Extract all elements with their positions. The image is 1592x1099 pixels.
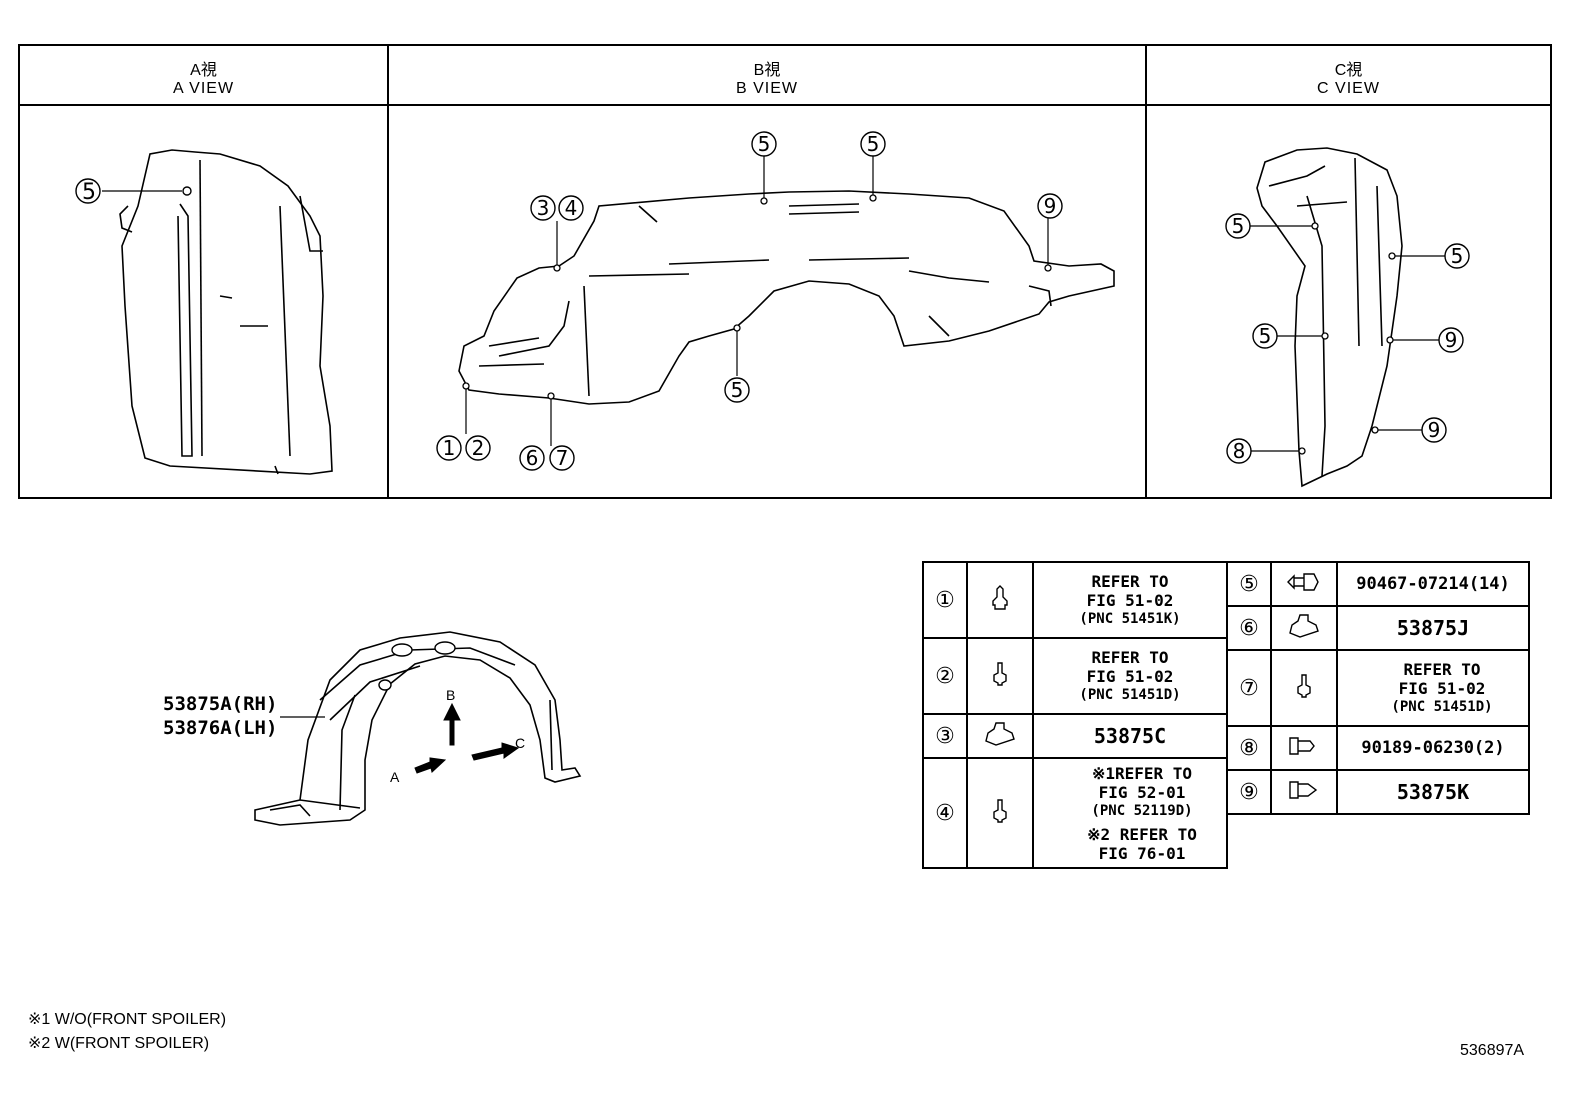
callout-b-9: 9 [1044,194,1057,218]
ref-line: (PNC 51451D) [1079,686,1181,703]
view-b-title-en: B VIEW [735,80,798,97]
ref-line: FIG 52-01 [1098,782,1186,802]
view-b-header: B視 B VIEW [389,46,1145,106]
part-num-4: ④ [922,757,968,869]
part-4-reference: ※1REFER TO FIG 52-01 (PNC 52119D) ※2 REF… [1032,757,1228,869]
part-num-3: ③ [922,713,968,759]
ref-line: REFER TO [1403,659,1481,679]
nut-clip-icon [1270,605,1338,651]
ref-line: (PNC 52119D) [1091,802,1193,819]
part-1-reference: REFER TO FIG 51-02 (PNC 51451K) [1032,561,1228,639]
table-row: ④ ※1REFER TO FIG 52-01 (PNC 52119D) ※2 R… [922,757,1228,869]
ref-line: (PNC 51451K) [1079,610,1181,627]
figure-id: 536897A [1460,1042,1525,1059]
part-num-9: ⑨ [1226,769,1272,815]
main-part-illustration: B A C [240,620,600,840]
ref-line: REFER TO [1091,647,1169,667]
ref-line: (PNC 51451D) [1391,698,1493,715]
arrow-c-label: C [515,735,525,751]
callout-b-1: 1 [443,436,456,460]
callout-b-6: 6 [526,446,539,470]
part-num-5: ⑤ [1226,561,1272,607]
callout-c-9-bottom: 9 [1428,418,1441,442]
part-2-reference: REFER TO FIG 51-02 (PNC 51451D) [1032,637,1228,715]
part-num-6: ⑥ [1226,605,1272,651]
ref-line: FIG 51-02 [1398,678,1486,698]
part-8-code: 90189-06230(2) [1336,725,1530,771]
table-row: ⑥ 53875J [1226,605,1530,651]
view-c-panel: C視 C VIEW [1145,44,1552,499]
push-clip-icon [966,561,1034,639]
table-row: ⑦ REFER TO FIG 51-02 (PNC 51451D) [1226,649,1530,727]
view-c-title-jp: C視 [1334,62,1363,79]
ref-line: ※2 REFER TO [1087,824,1197,844]
arrow-a-label: A [390,769,400,785]
table-row: ② REFER TO FIG 51-02 (PNC 51451D) [922,637,1228,715]
view-b-panel: B視 B VIEW [387,44,1147,499]
screw-icon [966,637,1034,715]
view-a-drawing: 5 [75,149,333,475]
ref-line: FIG 76-01 [1098,843,1186,863]
table-row: ⑧ 90189-06230(2) [1226,725,1530,771]
callout-c-9-mid: 9 [1445,328,1458,352]
nut-clip-icon [966,713,1034,759]
screw-icon [966,757,1034,869]
view-a-title-jp: A視 [190,62,217,79]
callout-b-5-top-right: 5 [867,132,880,156]
part-6-code: 53875J [1336,605,1530,651]
callout-c-5-right: 5 [1451,244,1464,268]
part-9-code: 53875K [1336,769,1530,815]
part-3-code: 53875C [1032,713,1228,759]
part-5-code: 90467-07214(14) [1336,561,1530,607]
view-b-drawing: 5 5 3 4 9 5 1 2 6 7 [436,131,1115,471]
part-num-2: ② [922,637,968,715]
clip-icon [1270,561,1338,607]
callout-a-5: 5 [82,180,96,205]
callout-c-8: 8 [1233,439,1246,463]
table-row: ⑤ 90467-07214(14) [1226,561,1530,607]
view-a-header: A視 A VIEW [20,46,387,106]
view-a-title-en: A VIEW [172,80,235,97]
callout-b-2: 2 [472,436,485,460]
footnote-2: ※2 W(FRONT SPOILER) [28,1035,210,1052]
ref-line: REFER TO [1091,571,1169,591]
part-number-lh: 53876A(LH) [163,717,278,739]
callout-b-3: 3 [537,196,550,220]
callout-b-5-top-left: 5 [758,132,771,156]
callout-c-5-mid: 5 [1259,324,1272,348]
part-num-7: ⑦ [1226,649,1272,727]
view-b-title-jp: B視 [753,62,781,79]
parts-table-right: ⑤ 90467-07214(14) ⑥ 53875J ⑦ REFER TO FI… [1226,561,1530,815]
callout-c-5-top: 5 [1232,214,1245,238]
table-row: ⑨ 53875K [1226,769,1530,815]
clip-icon [1270,725,1338,771]
part-num-1: ① [922,561,968,639]
footnote-1: ※1 W/O(FRONT SPOILER) [28,1011,227,1028]
ref-line: FIG 51-02 [1086,666,1174,686]
callout-b-7: 7 [556,446,569,470]
part-num-8: ⑧ [1226,725,1272,771]
arrow-b-label: B [446,687,455,703]
parts-table-left: ① REFER TO FIG 51-02 (PNC 51451K) ② REFE… [922,561,1228,869]
part-number-rh: 53875A(RH) [163,693,278,715]
screw-icon [1270,649,1338,727]
callout-b-5-bottom: 5 [731,378,744,402]
table-row: ③ 53875C [922,713,1228,759]
view-c-title-en: C VIEW [1317,80,1380,97]
view-c-header: C視 C VIEW [1147,46,1550,106]
table-row: ① REFER TO FIG 51-02 (PNC 51451K) [922,561,1228,639]
fender-liner-drawing: B A C [254,631,582,826]
view-c-drawing: 5 5 5 9 8 9 [1225,147,1470,488]
part-7-reference: REFER TO FIG 51-02 (PNC 51451D) [1336,649,1530,727]
callout-b-4: 4 [565,196,578,220]
ref-line: FIG 51-02 [1086,590,1174,610]
view-a-panel: A視 A VIEW 5 [18,44,389,499]
clip-icon [1270,769,1338,815]
ref-line: ※1REFER TO [1091,763,1193,783]
